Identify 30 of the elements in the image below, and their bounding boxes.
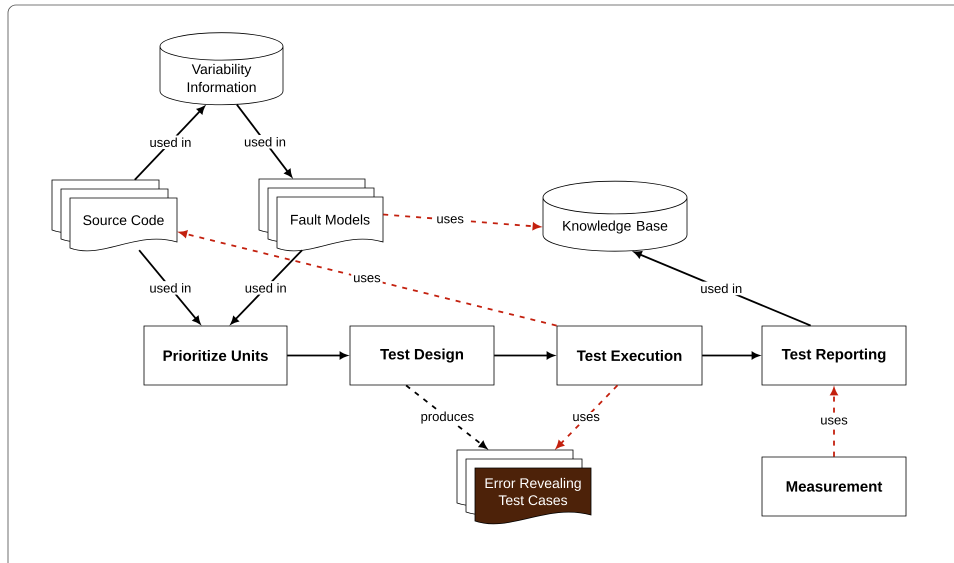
arrow: [556, 384, 618, 448]
arrow: [230, 250, 303, 324]
process-box: Measurement: [762, 456, 906, 516]
document-stack: Fault Models: [258, 178, 384, 252]
arrow: [138, 250, 200, 324]
process-box: Test Execution: [556, 326, 702, 386]
edge-label: produces: [418, 410, 476, 426]
edge-label: used in: [148, 135, 194, 150]
process-box: Test Reporting: [762, 326, 906, 386]
edge-label: uses: [570, 412, 602, 424]
document-stack: Error Revealing Test Cases: [456, 450, 592, 524]
arrow: [179, 230, 557, 326]
document-stack: Source Code: [52, 180, 178, 252]
edge-label: uses: [818, 415, 850, 427]
edge-label: uses: [351, 273, 383, 284]
arrow: [287, 352, 348, 360]
arrow: [236, 104, 292, 178]
arrow: [406, 384, 487, 449]
database-cylinder: Knowledge Base: [542, 180, 688, 252]
arrow: [494, 352, 554, 360]
process-box: Prioritize Units: [144, 326, 288, 386]
edge-label: used in: [698, 282, 744, 296]
database-cylinder: Variability Information: [160, 32, 284, 106]
arrow: [830, 388, 838, 457]
process-box: Test Design: [350, 326, 494, 386]
edge-label: used in: [147, 281, 194, 295]
edge-label: used in: [242, 281, 289, 295]
edge-label: uses: [434, 214, 466, 226]
edge-label: used in: [242, 134, 288, 149]
arrow: [702, 352, 760, 360]
